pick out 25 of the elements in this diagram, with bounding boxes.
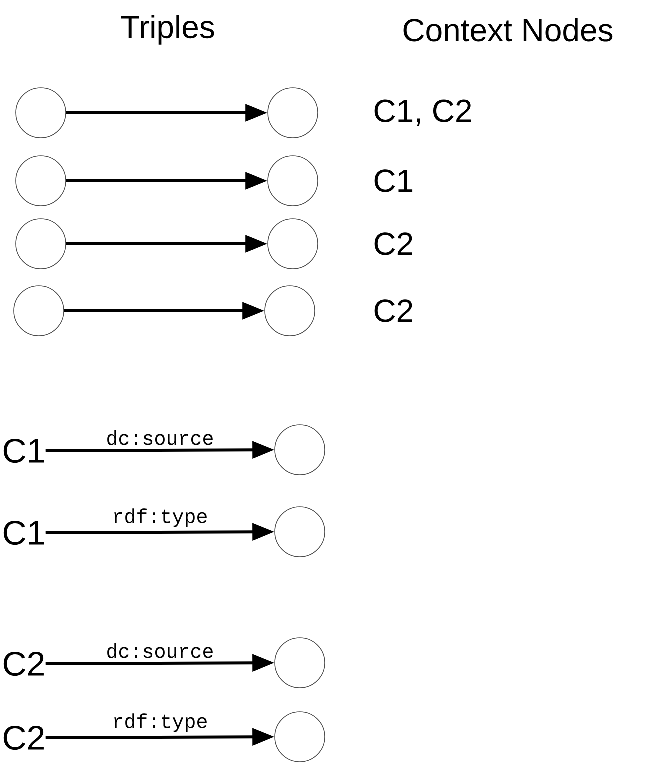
node-label: C2 <box>4 652 44 676</box>
circle-node <box>16 88 66 138</box>
context-label: C1, C2 <box>374 100 472 126</box>
node-label: C2 <box>4 726 44 750</box>
circle-node <box>16 156 66 206</box>
circle-node <box>268 156 318 206</box>
circle-node <box>14 286 64 336</box>
circle-node <box>16 218 66 270</box>
edge-label: dc:source <box>108 430 213 446</box>
context-label: C1 <box>374 170 413 192</box>
node-label: C1 <box>4 438 44 464</box>
circle-node <box>268 218 318 270</box>
column-heading: Triples <box>121 15 214 45</box>
circle-node <box>274 638 326 688</box>
context-label: C2 <box>374 232 412 256</box>
column-heading: Context Nodes <box>404 18 613 42</box>
edge-label: rdf:type <box>114 508 207 528</box>
edge-label: dc:source <box>108 644 213 658</box>
node-label: C1 <box>4 520 44 546</box>
circle-node <box>274 424 326 476</box>
circle-node <box>274 506 326 558</box>
circle-node <box>264 286 316 336</box>
context-label: C2 <box>374 300 412 322</box>
circle-node <box>268 88 318 138</box>
edge-label: rdf:type <box>114 714 207 732</box>
